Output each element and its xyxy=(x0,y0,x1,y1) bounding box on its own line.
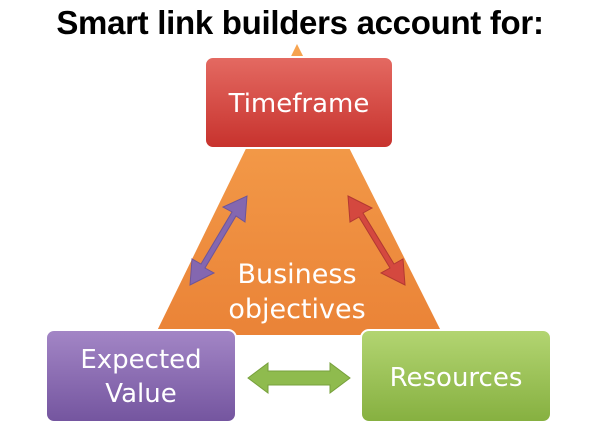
arrow-timeframe-expected-value xyxy=(189,195,248,286)
node-resources: Resources xyxy=(360,329,552,423)
node-timeframe: Timeframe xyxy=(204,56,394,149)
node-expected-value: Expected Value xyxy=(45,329,237,423)
arrow-timeframe-resources xyxy=(347,195,406,286)
timeframe-label: Timeframe xyxy=(228,89,370,119)
expected-value-label-line1: Expected xyxy=(80,345,201,375)
resources-label: Resources xyxy=(390,363,523,393)
center-triangle xyxy=(155,44,443,335)
diagram-title: Smart link builders account for: xyxy=(56,4,544,41)
arrow-expected-value-resources xyxy=(247,362,351,394)
expected-value-label-line2: Value xyxy=(105,379,176,409)
center-label-line2: objectives xyxy=(228,294,365,325)
center-label-line1: Business xyxy=(237,259,356,290)
